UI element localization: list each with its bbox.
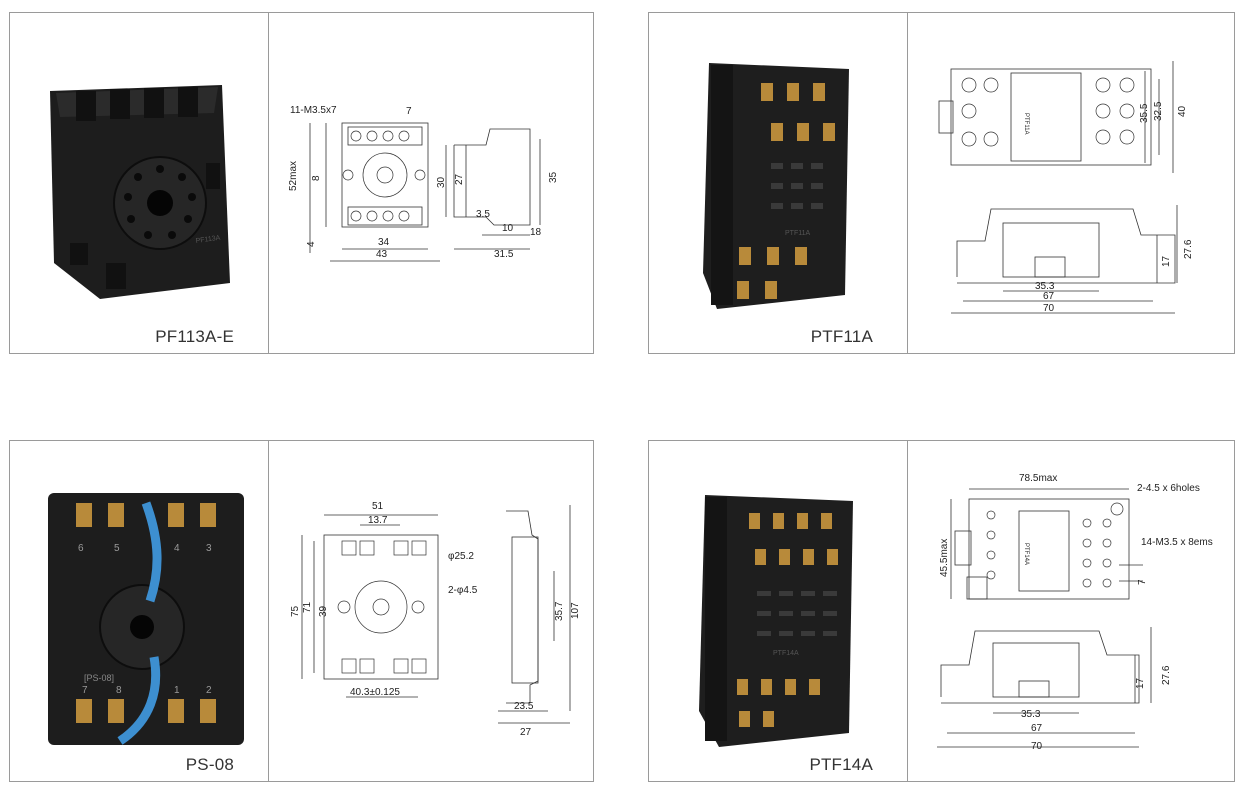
dim-text: 71 <box>302 601 313 613</box>
dim-text: 17 <box>1135 677 1146 689</box>
dim-text: 35.3 <box>1035 281 1055 292</box>
drawing-label: PTF14A <box>1023 543 1029 565</box>
terminal-number: 1 <box>174 685 180 696</box>
dim-text: 45.5max <box>939 539 950 577</box>
dimension-drawing-ps-08: 51 13.7 φ25.2 2-φ4.5 75 71 39 35.7 107 4… <box>268 441 593 781</box>
dim-text: 40 <box>1177 105 1188 117</box>
product-photo-pf113a-e: PF113A PF113A-E <box>10 13 269 353</box>
product-card-ps-08: 6 5 4 3 7 8 1 2 [PS-08] PS-08 <box>9 440 594 782</box>
dim-text: 31.5 <box>494 249 514 260</box>
relay-socket-ptf14a-image: PTF14A <box>699 495 853 747</box>
dimension-drawing-pf113a-e: 11-M3.5x7 7 52max 8 30 27 35 3.5 10 18 4… <box>268 13 593 353</box>
dim-text: 2-φ4.5 <box>448 585 478 596</box>
model-label-ptf14a: PTF14A <box>809 755 873 774</box>
dim-text: 70 <box>1031 741 1043 752</box>
dim-text: 18 <box>530 227 542 238</box>
product-photo-ptf14a: PTF14A PTF14A <box>649 441 908 781</box>
dim-text: 27.6 <box>1161 665 1172 685</box>
product-card-ptf11a: PTF11A PTF11A 35.5 32 <box>648 12 1235 354</box>
dim-text: 43 <box>376 249 388 260</box>
dim-text: 2-4.5 x 6holes <box>1137 483 1200 494</box>
dim-text: 35.7 <box>554 601 565 621</box>
dim-text: 35.5 <box>1139 103 1150 123</box>
relay-socket-ps08-image: 6 5 4 3 7 8 1 2 [PS-08] <box>48 493 244 745</box>
product-card-pf113a-e: PF113A PF113A-E 11-M3.5x7 7 <box>9 12 594 354</box>
dim-text: 107 <box>570 602 581 619</box>
terminal-number: 4 <box>174 543 180 554</box>
product-photo-ptf11a: PTF11A PTF11A <box>649 13 908 353</box>
dim-text: 75 <box>290 605 301 617</box>
dim-text: 52max <box>288 161 299 191</box>
dim-text: 17 <box>1161 255 1172 267</box>
dim-text: 78.5max <box>1019 473 1057 484</box>
dim-text: 7 <box>1137 579 1148 585</box>
dimension-drawing-ptf11a: 35.5 32.5 40 27.6 17 35.3 67 70 PTF11A <box>907 13 1234 353</box>
dim-text: 27.6 <box>1183 239 1194 259</box>
dim-text: 11-M3.5x7 <box>290 105 337 116</box>
dim-text: 35.3 <box>1021 709 1041 720</box>
dim-text: 51 <box>372 501 384 512</box>
dim-text: 14-M3.5 x 8ems <box>1141 537 1213 548</box>
product-photo-ps-08: 6 5 4 3 7 8 1 2 [PS-08] PS-08 <box>10 441 269 781</box>
dim-text: 40.3±0.125 <box>350 687 400 698</box>
product-card-ptf14a: PTF14A PTF14A 78.5max <box>648 440 1235 782</box>
terminal-number: 8 <box>116 685 122 696</box>
photo-embossed-label: PF113A <box>195 235 221 245</box>
terminal-number: 6 <box>78 543 84 554</box>
dimension-drawing-ptf14a: 78.5max 2-4.5 x 6holes 45.5max 14-M3.5 x… <box>907 441 1234 781</box>
dim-text: 3.5 <box>476 209 490 220</box>
dim-text: 67 <box>1031 723 1043 734</box>
photo-embossed-label: PTF11A <box>785 230 810 237</box>
photo-embossed-label: [PS-08] <box>84 673 114 683</box>
dim-text: 13.7 <box>368 515 388 526</box>
drawing-label: PTF11A <box>1023 113 1029 135</box>
dim-text: 23.5 <box>514 701 534 712</box>
relay-socket-pf113a-image: PF113A <box>50 85 230 299</box>
terminal-number: 3 <box>206 543 212 554</box>
dim-text: φ25.2 <box>448 551 474 562</box>
relay-socket-ptf11a-image: PTF11A <box>703 63 849 309</box>
terminal-number: 2 <box>206 685 212 696</box>
model-label-pf113a-e: PF113A-E <box>155 327 234 346</box>
dim-text: 8 <box>311 175 322 181</box>
dim-text: 7 <box>406 106 412 117</box>
model-label-ps-08: PS-08 <box>185 755 234 774</box>
dim-text: 4 <box>306 241 317 247</box>
photo-embossed-label: PTF14A <box>773 650 799 657</box>
terminal-number: 7 <box>82 685 88 696</box>
dim-text: 34 <box>378 237 390 248</box>
dim-text: 10 <box>502 223 514 234</box>
dim-text: 27 <box>454 173 465 185</box>
dim-text: 70 <box>1043 303 1055 314</box>
dim-text: 67 <box>1043 291 1055 302</box>
dim-text: 30 <box>436 176 447 188</box>
dim-text: 35 <box>548 171 559 183</box>
dim-text: 32.5 <box>1153 101 1164 121</box>
dim-text: 39 <box>318 605 329 617</box>
model-label-ptf11a: PTF11A <box>810 327 873 346</box>
dim-text: 27 <box>520 727 532 738</box>
terminal-number: 5 <box>114 543 120 554</box>
